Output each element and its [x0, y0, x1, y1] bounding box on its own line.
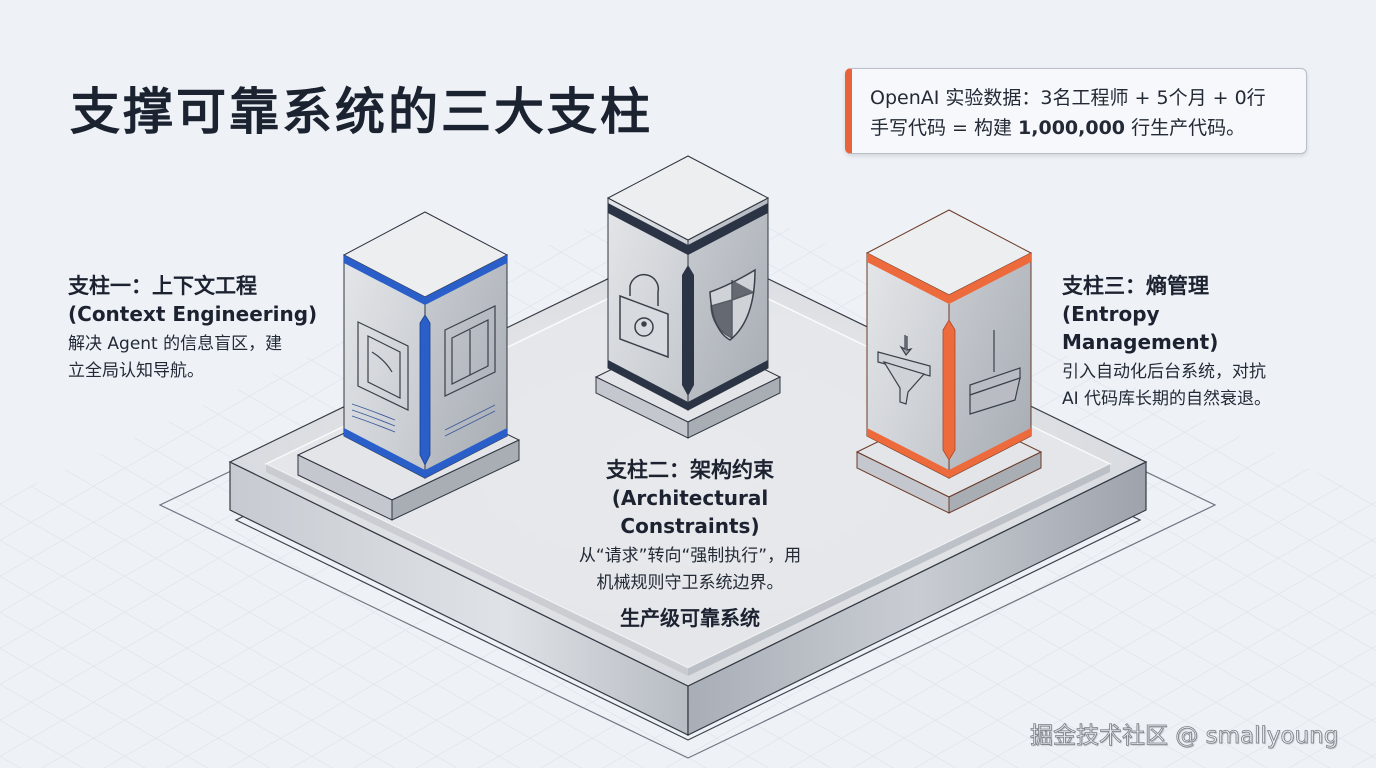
pillar-3-label: 支柱三：熵管理 (Entropy Management) 引入自动化后台系统，对…: [1062, 272, 1322, 413]
pillar-architectural-constraints: [594, 155, 782, 439]
pillar-3-subtitle: (Entropy Management): [1062, 302, 1219, 354]
pillar-2-subtitle: (Architectural Constraints): [611, 486, 769, 538]
pillar-1-subtitle: (Context Engineering): [68, 302, 318, 326]
pillar-2-title: 支柱二：架构约束: [606, 458, 774, 482]
pillar-entropy-management: [855, 209, 1043, 514]
pillar-2-description: 从“请求”转向“强制执行”，用 机械规则守卫系统边界。: [578, 546, 802, 593]
watermark: 掘金技术社区 @ smallyoung: [1030, 723, 1339, 750]
pillar-2-label: 支柱二：架构约束 (Architectural Constraints) 从“请…: [540, 456, 840, 597]
floor-plan-icon: [444, 305, 496, 397]
funnel-filter-icon: [877, 335, 931, 405]
pillar-1-description: 解决 Agent 的信息盲区，建 立全局认知导航。: [68, 334, 283, 381]
page-title: 支撑可靠系统的三大支柱: [70, 83, 653, 141]
callout-line-2: 手写代码 = 构建 1,000,000 行生产代码。: [870, 117, 1246, 139]
foundation-label: 生产级可靠系统: [620, 606, 760, 630]
pillar-3-title: 支柱三：熵管理: [1062, 274, 1209, 298]
broom-icon: [969, 330, 1021, 415]
wave-pattern-decoration: [351, 403, 496, 437]
pillar-3-description: 引入自动化后台系统，对抗 AI 代码库长期的自然衰退。: [1062, 362, 1272, 409]
pillar-1-title: 支柱一：上下文工程: [68, 274, 257, 298]
shield-icon: [709, 268, 756, 341]
openai-stats-callout: OpenAI 实验数据：3名工程师 + 5个月 + 0行 手写代码 = 构建 1…: [845, 68, 1307, 154]
padlock-icon: [619, 274, 669, 359]
callout-highlight-number: 1,000,000: [1018, 117, 1126, 139]
pillar-1-label: 支柱一：上下文工程 (Context Engineering) 解决 Agent…: [68, 272, 318, 385]
pillar-context-engineering: [296, 211, 521, 521]
blueprint-map-icon: [357, 321, 409, 411]
callout-line-1: OpenAI 实验数据：3名工程师 + 5个月 + 0行: [870, 87, 1266, 109]
